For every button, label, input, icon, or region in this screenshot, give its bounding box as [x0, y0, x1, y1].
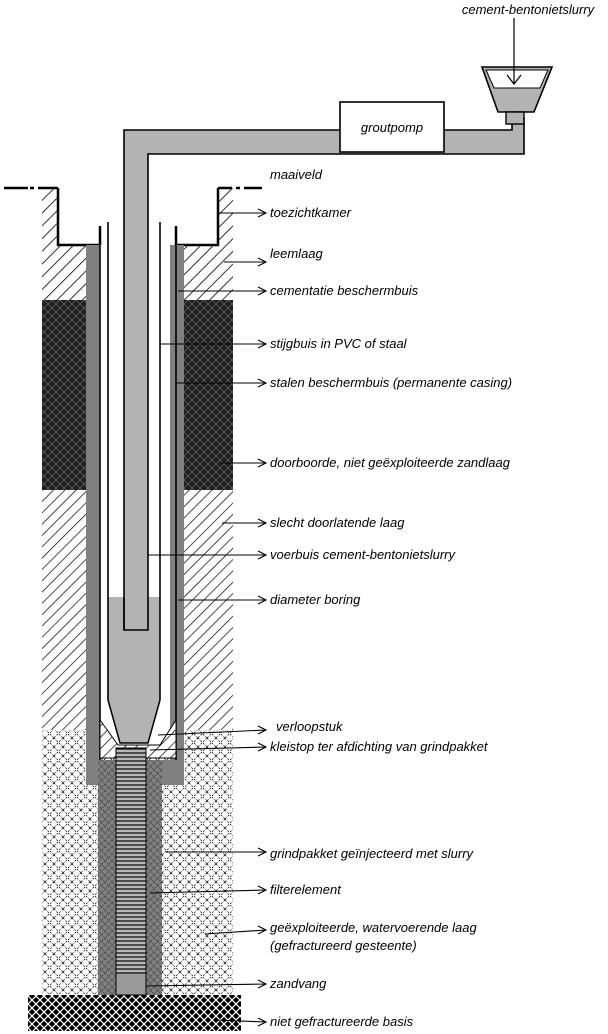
label-watervoerende-laag: geëxploiteerde, watervoerende laag: [270, 920, 477, 935]
label-basis: niet gefractureerde basis: [270, 1014, 414, 1029]
label-gefractureerd: (gefractureerd gesteente): [270, 938, 417, 953]
label-stalen-beschermbuis: stalen beschermbuis (permanente casing): [270, 375, 512, 390]
riser-pipe: [107, 222, 161, 700]
label-grindpakket: grindpakket geïnjecteerd met slurry: [270, 846, 475, 861]
label-voerbuis: voerbuis cement-bentonietslurry: [270, 547, 456, 562]
label-toezichtkamer: toezichtkamer: [270, 205, 352, 220]
label-zandlaag: doorboorde, niet geëxploiteerde zandlaag: [270, 455, 511, 470]
hopper: [480, 18, 554, 125]
label-diameter-boring: diameter boring: [270, 592, 361, 607]
filter-screen: [115, 747, 147, 974]
label-stijgbuis: stijgbuis in PVC of staal: [270, 336, 408, 351]
labels: maaiveld toezichtkamer leemlaag cementat…: [269, 167, 512, 1029]
label-cementatie: cementatie beschermbuis: [270, 283, 419, 298]
casing-cementation: [86, 245, 184, 785]
label-kleistop: kleistop ter afdichting van grindpakket: [270, 739, 489, 754]
slurry-title: cement-bentonietslurry: [462, 2, 596, 17]
pump-label: groutpomp: [361, 120, 423, 135]
sand-trap: [115, 972, 147, 996]
label-maaiveld: maaiveld: [270, 167, 323, 182]
label-leemlaag: leemlaag: [270, 246, 324, 261]
label-verloopstuk: verloopstuk: [276, 719, 344, 734]
steel-casing: [99, 226, 177, 760]
bedrock-base: [28, 995, 241, 1031]
reducer: [107, 699, 161, 744]
label-filterelement: filterelement: [270, 882, 342, 897]
grout-pump: groutpomp: [339, 101, 445, 153]
label-zandvang: zandvang: [269, 976, 327, 991]
slurry-fill: [108, 597, 160, 743]
label-slecht-doorlatend: slecht doorlatende laag: [270, 515, 405, 530]
leader-lines: [145, 208, 268, 1027]
